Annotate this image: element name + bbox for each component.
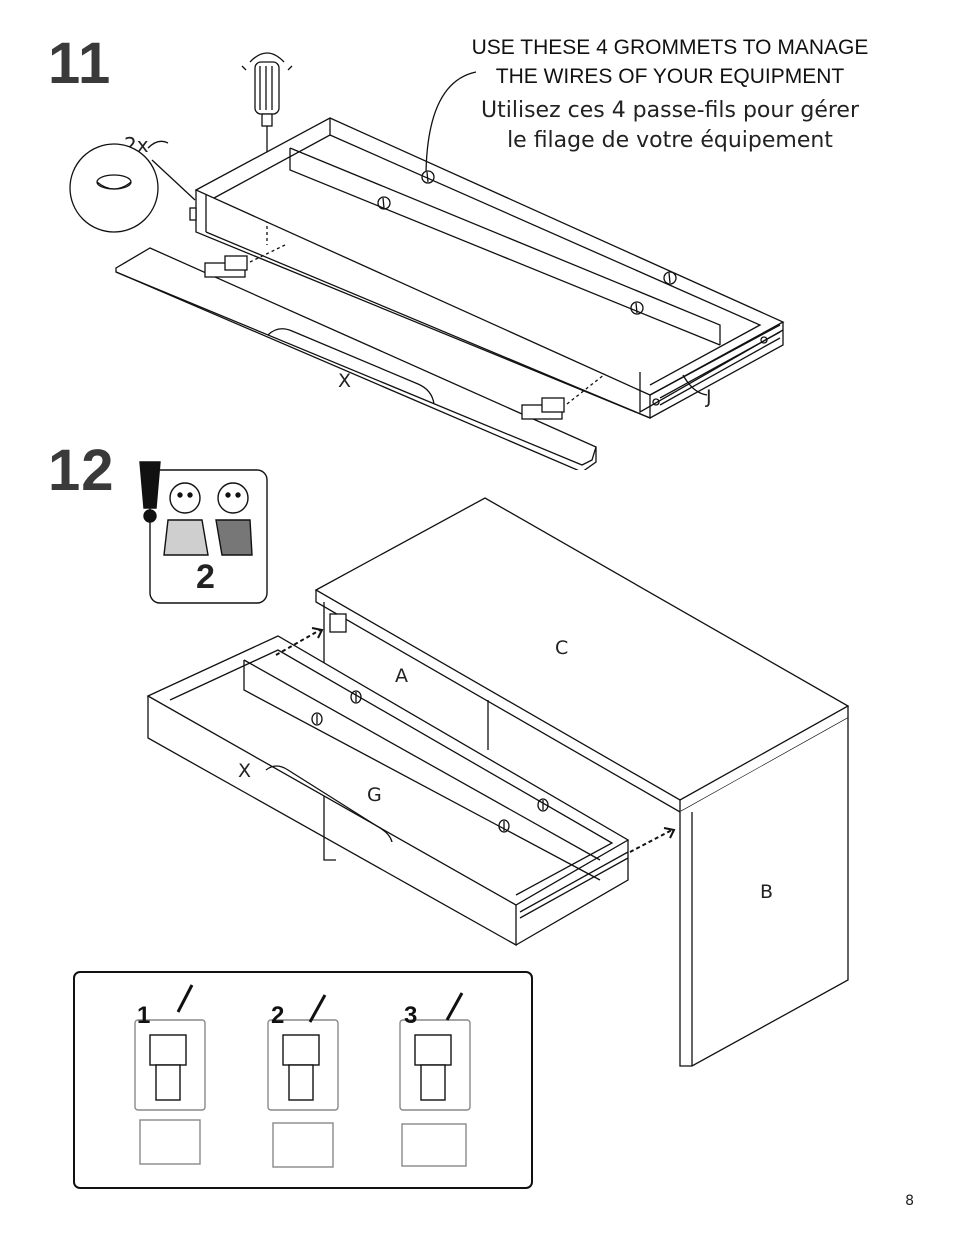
grommet-note-en-line2: THE WIRES OF YOUR EQUIPMENT [495,65,845,88]
step-12-number: 12 [48,438,115,503]
page-number: 8 [905,1193,914,1209]
grommet-icon [498,819,510,833]
grommet-icon [311,712,323,726]
label-X-step11: X [338,370,352,392]
label-C: C [555,637,569,659]
grommet-icon [663,271,677,285]
grommet-icon [537,798,549,812]
grommet-icon [421,170,435,184]
adjust-step-2: 2 [271,1002,285,1029]
grommet-note-fr-line1: Utilisez ces 4 passe-fils pour gérer [481,98,859,123]
label-G-step12: G [367,784,382,806]
grommet-icon [350,690,362,704]
screwdriver-icon [241,52,293,175]
label-B: B [760,881,774,903]
label-X-step12: X [238,760,252,782]
adjust-step-3: 3 [404,1002,418,1029]
grommet-note-fr-line2: le filage de votre équipement [507,128,833,153]
adjust-step-1: 1 [137,1002,151,1029]
label-A: A [395,665,408,687]
grommet-icon [630,301,644,315]
grommet-note-en-line1: USE THESE 4 GROMMETS TO MANAGE [471,36,869,59]
people-count: 2 [196,558,215,596]
grommet-icon [377,196,391,210]
step11-drawer-illustration [69,52,785,470]
label-J: J [706,386,712,408]
step-11-number: 11 [48,31,112,96]
